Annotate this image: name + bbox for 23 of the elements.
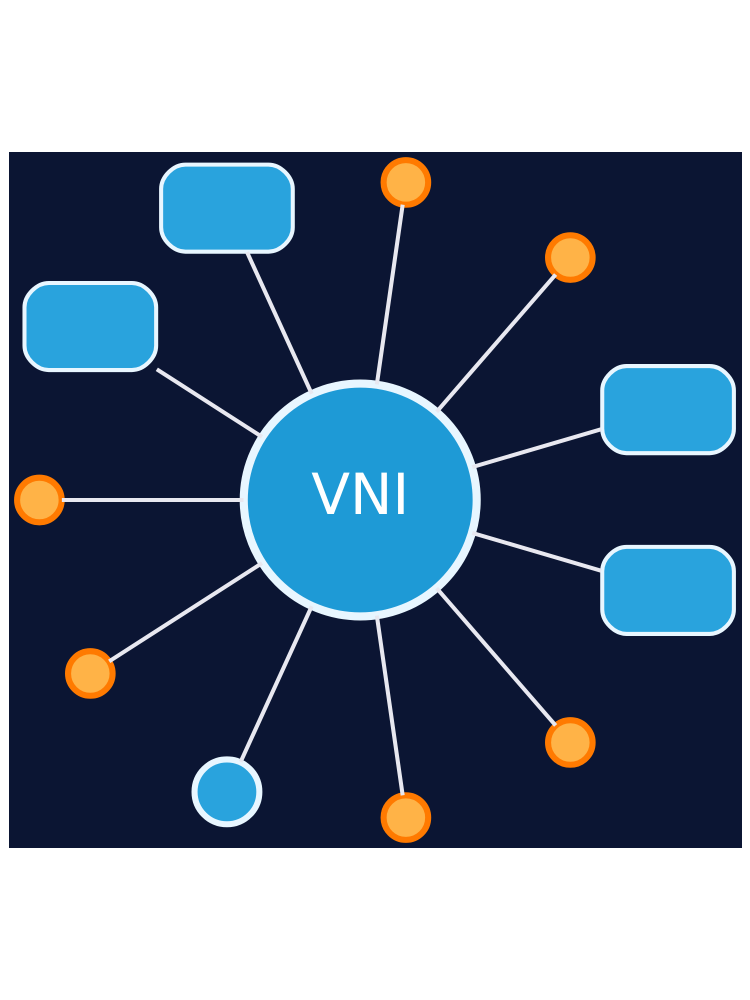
node-box	[158, 162, 294, 254]
node-circle	[191, 756, 262, 828]
node-box	[600, 544, 736, 636]
connector	[471, 427, 602, 470]
connector	[434, 586, 557, 727]
node-circle	[544, 717, 596, 768]
connector	[374, 615, 404, 796]
node-circle	[64, 648, 116, 699]
connector	[471, 530, 602, 573]
connector	[61, 498, 243, 502]
node-circle	[380, 157, 431, 208]
connector	[238, 605, 314, 763]
node-circle: VNI	[239, 379, 480, 621]
connector	[434, 273, 557, 414]
node-circle	[14, 474, 64, 526]
connector	[108, 561, 263, 664]
connector	[155, 368, 263, 439]
connector	[374, 204, 404, 385]
node-circle	[544, 232, 596, 283]
connector	[244, 251, 314, 395]
node-circle	[380, 792, 431, 843]
node-box	[600, 364, 736, 456]
node-box	[22, 280, 158, 372]
